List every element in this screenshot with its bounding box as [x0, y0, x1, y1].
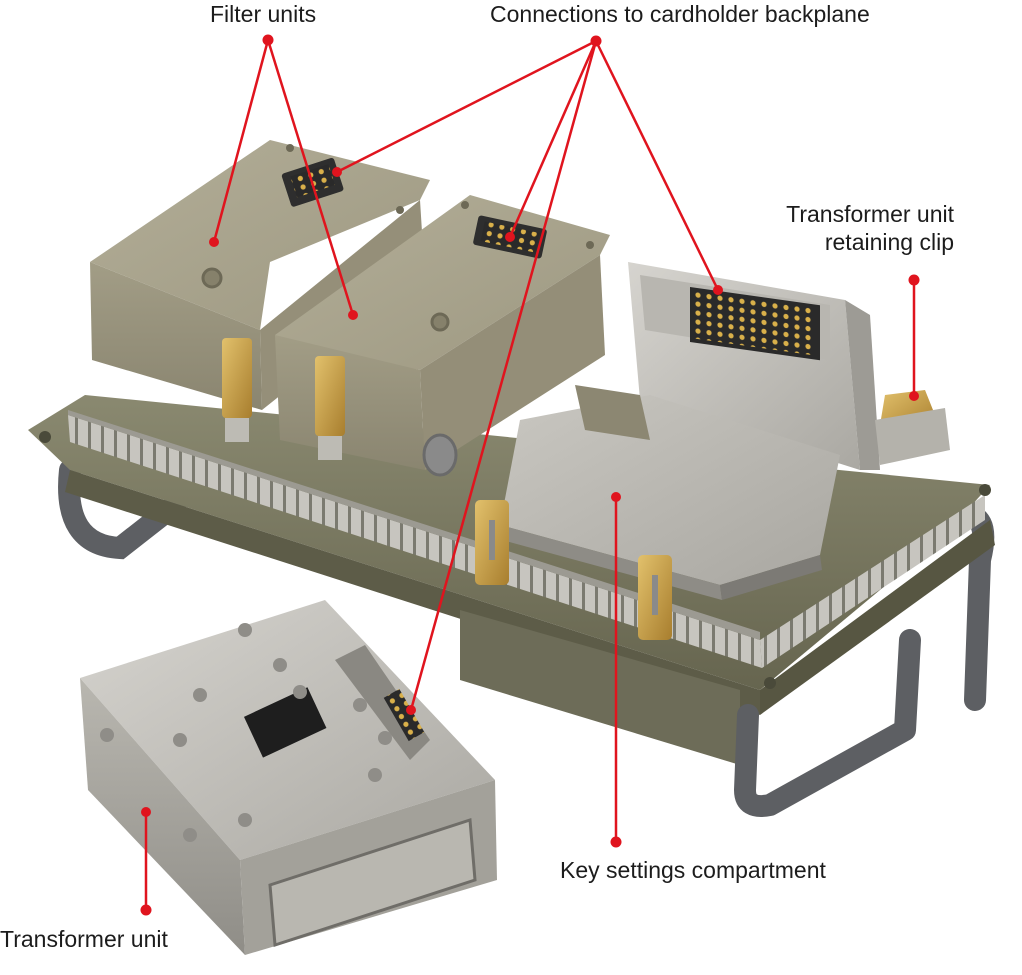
front-latch-left: [475, 500, 509, 585]
front-latch-right: [638, 555, 672, 640]
label-transformer-unit: Transformer unit: [0, 926, 168, 952]
filter-latch-right: [315, 356, 345, 460]
label-connections-backplane: Connections to cardholder backplane: [490, 1, 870, 27]
callout-dots: [140, 34, 920, 916]
filter-unit-2: [275, 195, 610, 477]
label-retaining-clip: Transformer unit retaining clip: [786, 200, 954, 256]
label-key-settings: Key settings compartment: [560, 857, 826, 883]
connector-cage: [628, 262, 880, 470]
retaining-clip: [875, 390, 950, 465]
transformer-unit: [80, 600, 497, 955]
callout-lines: [144, 39, 916, 910]
label-retaining-clip-line1: Transformer unit: [786, 201, 954, 227]
label-retaining-clip-line2: retaining clip: [824, 229, 954, 255]
filter-latch-left: [222, 338, 252, 442]
front-handle: [734, 629, 921, 817]
label-filter-units: Filter units: [210, 1, 317, 27]
